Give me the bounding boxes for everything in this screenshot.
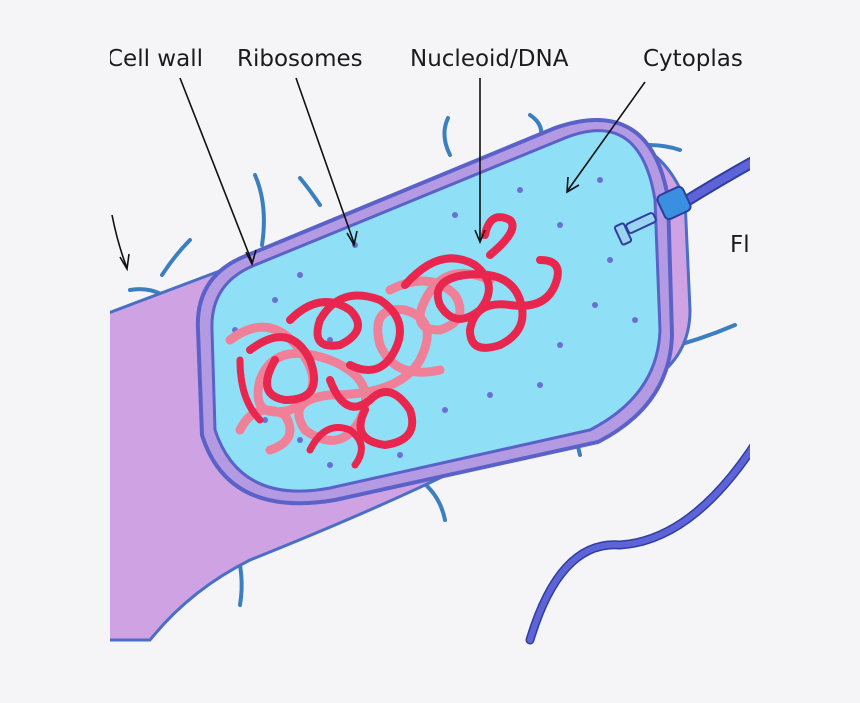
label-cell-wall: Cell wall [107,46,203,72]
label-ribosomes: Ribosomes [237,46,363,72]
label-flagellum: Fl [730,232,750,258]
flagellum-motor [613,185,692,246]
cytoplasm [210,129,662,493]
label-nucleoid: Nucleoid/DNA [410,46,569,72]
label-cytoplasm: Cytoplas [643,46,743,72]
right-margin [750,0,860,703]
label-arrows [111,77,646,272]
left-margin [0,0,110,703]
nucleoid-dna [225,213,562,469]
